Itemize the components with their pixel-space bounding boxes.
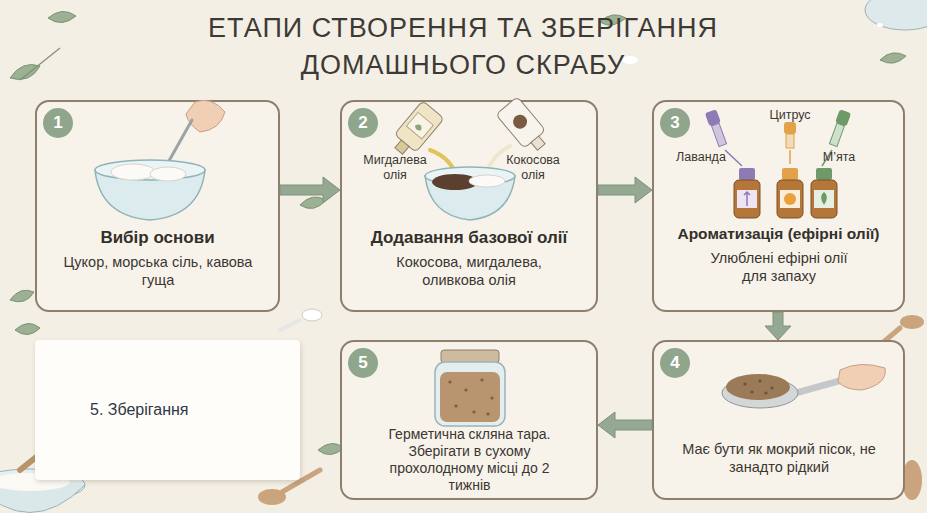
step-text: Має бути як мокрий пісок, не занадто рід… (680, 440, 878, 476)
step-box: 2Додавання базової оліїКокосова, мигдале… (340, 100, 598, 312)
note-text: 5. Зберігання (90, 400, 189, 420)
note-card: 5. Зберігання (35, 340, 300, 480)
ingredient-label: Лаванда (668, 150, 734, 165)
ingredient-label: Мигдалева олія (355, 153, 435, 183)
step-box: 3Ароматизація (ефірні олії) Улюблені ефір… (652, 100, 905, 312)
ingredient-label: Кокосова олія (498, 153, 568, 183)
step-box: 5Герметична скляна тара. Зберігати в сух… (340, 340, 598, 500)
flow-arrow (598, 177, 652, 203)
diagram-title: ЕТАПИ СТВОРЕННЯ ТА ЗБЕРІГАННЯ ДОМАШНЬОГО… (183, 10, 743, 84)
step-text: Цукор, морська сіль, кавова гуща (63, 253, 253, 289)
callout-number: 5 (348, 348, 378, 378)
step-text: Кокосова, мигдалева, оливкова олія (369, 253, 569, 289)
callout-number: 1 (43, 108, 73, 138)
step-box: 1Вибір основиЦукор, морська сіль, кавова… (35, 100, 280, 312)
callout-number: 3 (660, 108, 690, 138)
step-box: 4Має бути як мокрий пісок, не занадто рі… (652, 340, 905, 500)
step-heading: Додавання базової олії (342, 228, 596, 248)
step-text: Улюблені ефірні олії для запаху (699, 249, 859, 285)
step-heading: Вибір основи (37, 228, 278, 248)
flow-arrow (598, 412, 652, 438)
ingredient-label: М’ята (812, 150, 866, 165)
flow-arrow (280, 177, 340, 203)
flow-arrow (765, 312, 791, 340)
step-text: Герметична скляна тара. Зберігати в сухо… (382, 426, 557, 494)
ingredient-label: Цитрус (760, 108, 820, 123)
callout-number: 2 (348, 108, 378, 138)
callout-number: 4 (660, 348, 690, 378)
step-heading: Ароматизація (ефірні олії) (654, 224, 903, 244)
